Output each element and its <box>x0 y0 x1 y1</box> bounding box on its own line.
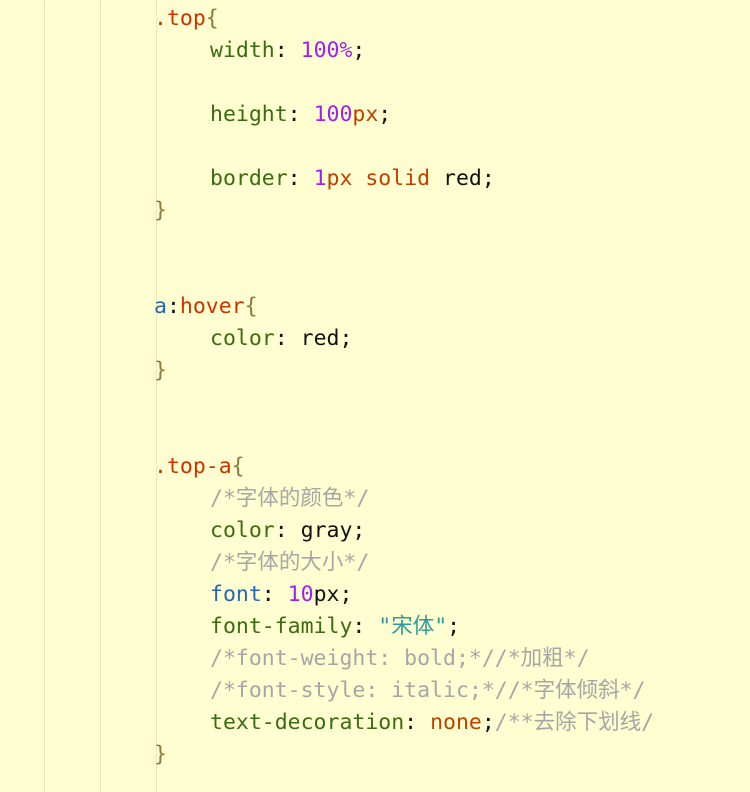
code-token: { <box>205 6 219 31</box>
code-line: font: 10px; <box>210 579 352 611</box>
code-token: hover <box>179 294 245 319</box>
code-token: } <box>154 198 167 223</box>
code-line: } <box>154 739 167 771</box>
code-token: ; <box>447 614 461 639</box>
code-token: font-family <box>210 614 353 639</box>
code-token: : <box>274 326 301 351</box>
code-token: px <box>326 166 353 191</box>
code-token: /*font-style: italic;*//*字体倾斜*/ <box>210 678 646 703</box>
code-token: /**去除下划线/ <box>494 710 655 735</box>
code-line: height: 100px; <box>210 99 391 131</box>
code-token: red; <box>430 166 495 191</box>
code-token: ; <box>481 710 495 735</box>
code-token: 10 <box>287 582 314 607</box>
code-token: { <box>244 294 258 319</box>
code-line: /*字体的颜色*/ <box>210 483 369 515</box>
code-token: ; <box>378 102 392 127</box>
code-token: font <box>210 582 262 607</box>
indent-guide <box>44 0 45 792</box>
code-line: text-decoration: none;/**去除下划线/ <box>210 707 654 739</box>
code-token: 100 <box>313 102 353 127</box>
code-token: "宋体" <box>378 614 448 639</box>
code-line: color: gray; <box>210 515 365 547</box>
code-line: .top-a{ <box>154 451 245 483</box>
code-token: gray; <box>300 518 366 543</box>
code-token: solid <box>365 166 431 191</box>
indent-guide <box>156 0 157 792</box>
code-line: border: 1px solid red; <box>210 163 495 195</box>
code-token: .top-a <box>154 454 232 479</box>
code-line: /*font-style: italic;*//*字体倾斜*/ <box>210 675 646 707</box>
code-token: } <box>154 742 167 767</box>
code-token: /*font-weight: bold;*//*加粗*/ <box>210 646 590 671</box>
code-line: color: red; <box>210 323 352 355</box>
code-token: : <box>287 166 314 191</box>
code-token: width <box>210 38 275 63</box>
code-token: border <box>210 166 288 191</box>
code-token: color <box>210 326 275 351</box>
code-line: a:hover{ <box>154 291 258 323</box>
code-line: } <box>154 195 167 227</box>
code-line: .top{ <box>154 3 219 35</box>
code-token: color <box>210 518 275 543</box>
code-line: width: 100%; <box>210 35 365 67</box>
code-token: /*字体的大小*/ <box>210 550 370 575</box>
code-token: 100% <box>300 38 353 63</box>
code-line: } <box>154 355 167 387</box>
indent-guide <box>100 0 101 792</box>
code-token: height <box>210 102 288 127</box>
code-token: text-decoration <box>210 710 405 735</box>
code-token: : <box>274 518 301 543</box>
code-token: : <box>166 294 180 319</box>
code-token: : <box>404 710 431 735</box>
code-line: font-family: "宋体"; <box>210 611 460 643</box>
code-token: /*字体的颜色*/ <box>210 486 370 511</box>
code-line: /*字体的大小*/ <box>210 547 369 579</box>
code-token: : <box>287 102 314 127</box>
code-token: none <box>430 710 482 735</box>
code-token <box>352 166 365 191</box>
code-token: px <box>352 102 379 127</box>
code-token: : <box>274 38 301 63</box>
code-token: ; <box>352 38 366 63</box>
code-token: } <box>154 358 167 383</box>
code-token: { <box>231 454 245 479</box>
code-token: 1 <box>313 166 327 191</box>
code-token: : <box>261 582 288 607</box>
code-token: a <box>154 294 167 319</box>
code-token: red; <box>300 326 353 351</box>
code-token: px; <box>313 582 353 607</box>
code-token: .top <box>154 6 206 31</box>
code-line: /*font-weight: bold;*//*加粗*/ <box>210 643 590 675</box>
code-token: : <box>352 614 379 639</box>
